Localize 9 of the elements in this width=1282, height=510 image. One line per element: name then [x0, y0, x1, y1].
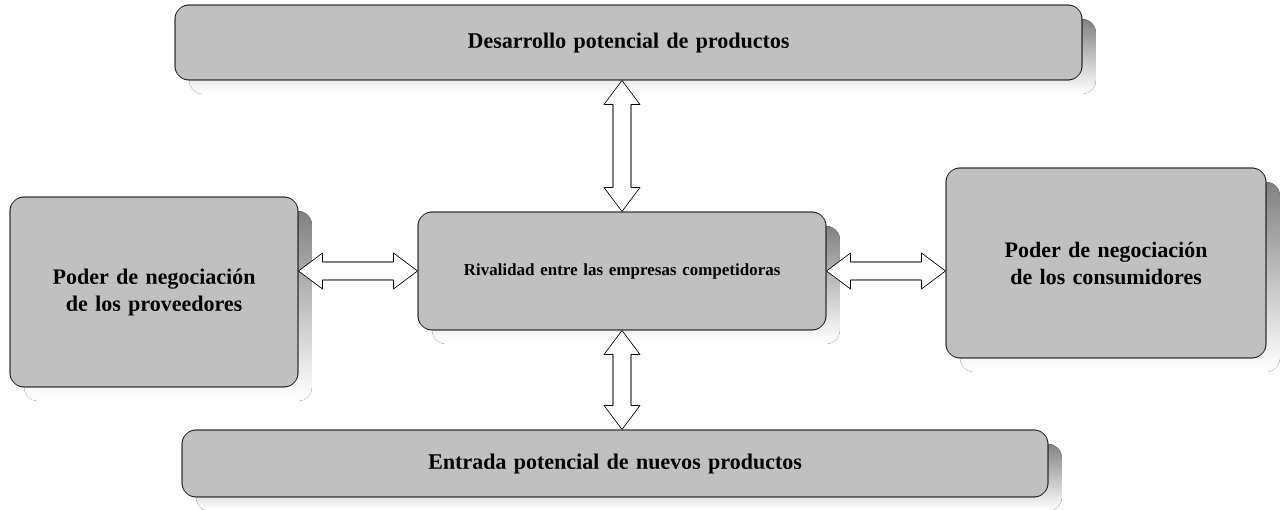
- double-arrow: [603, 80, 641, 212]
- process-box: Desarrollo potencial de productos: [174, 4, 1096, 94]
- process-box: Entrada potencial de nuevos productos: [181, 429, 1062, 510]
- process-box: Poder de negociación de los proveedores: [9, 196, 312, 401]
- double-arrow: [298, 252, 418, 290]
- double-arrow: [603, 330, 641, 430]
- double-arrow: [826, 252, 946, 290]
- process-box: Rivalidad entre las empresas competidoras: [417, 211, 840, 344]
- process-box: Poder de negociación de los consumidores: [945, 167, 1280, 372]
